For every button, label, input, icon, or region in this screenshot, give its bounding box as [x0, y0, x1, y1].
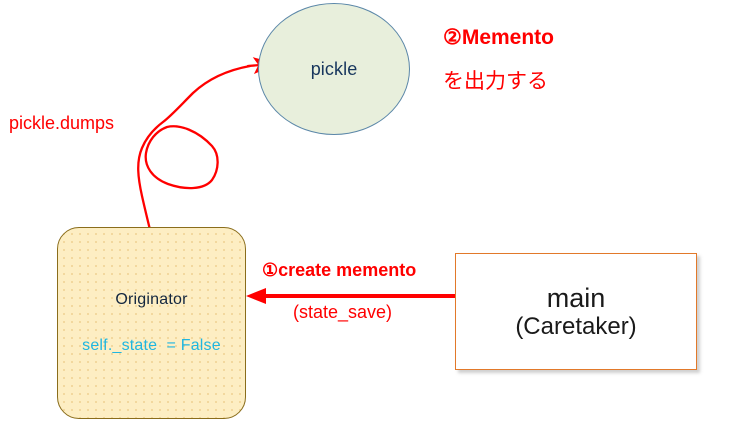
node-originator-title: Originator — [115, 291, 188, 308]
annotation-memento-line2: を出力する — [443, 70, 548, 93]
node-originator-state: self._state = False — [82, 337, 221, 354]
annotation-memento-line1: ②Memento — [443, 26, 554, 49]
node-main-caretaker[interactable]: main (Caretaker) — [455, 253, 697, 370]
node-main-subtitle: (Caretaker) — [515, 312, 637, 340]
annotation-create-memento: ①create memento — [262, 260, 417, 280]
node-pickle-label: pickle — [310, 58, 358, 79]
annotation-state-save: (state_save) — [293, 302, 393, 322]
node-pickle[interactable]: pickle — [258, 3, 410, 135]
node-originator[interactable]: Originator self._state = False — [57, 227, 246, 419]
annotation-pickle-dumps: pickle.dumps — [9, 113, 115, 133]
create-memento-arrow — [246, 288, 455, 304]
node-main-title: main — [546, 282, 606, 313]
